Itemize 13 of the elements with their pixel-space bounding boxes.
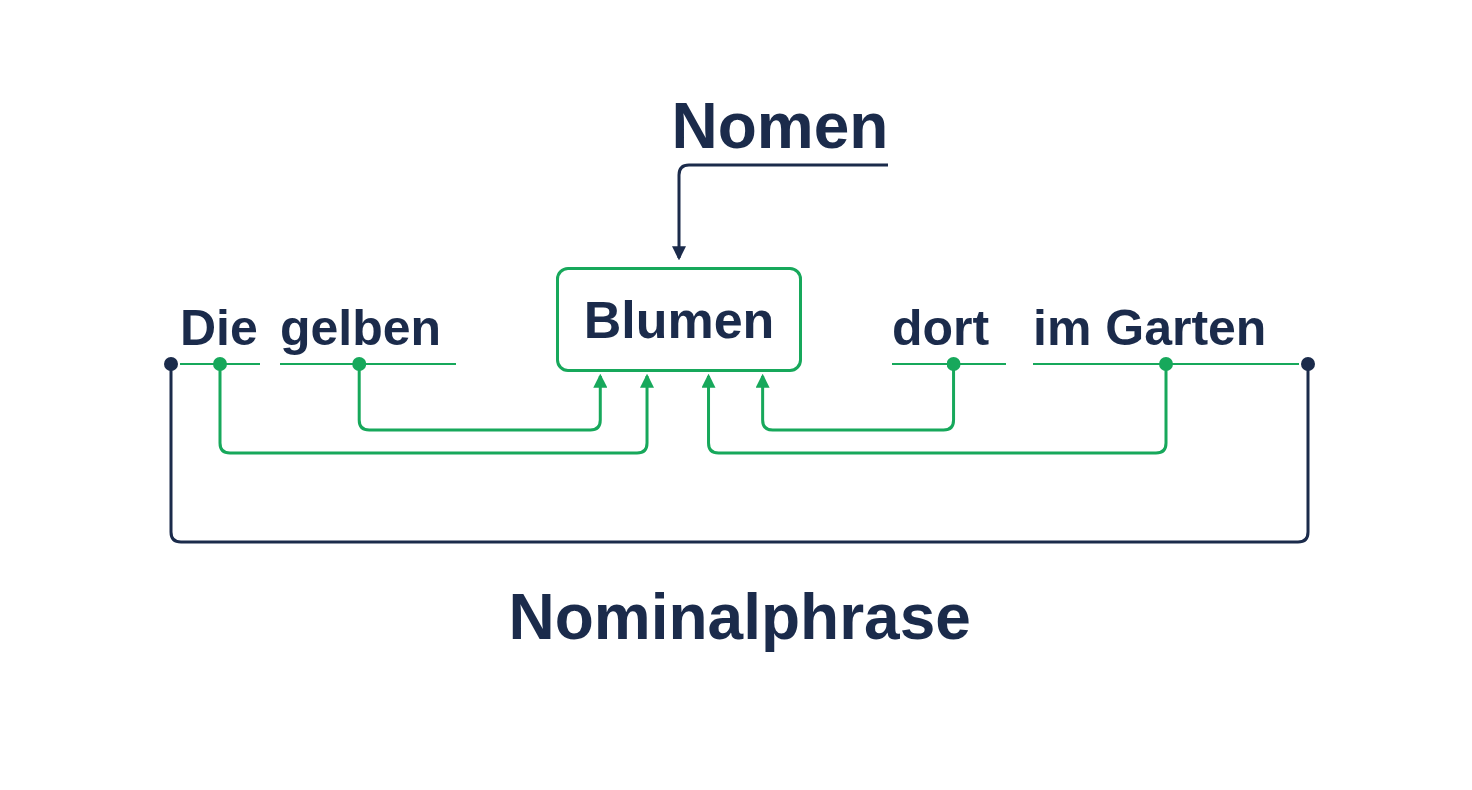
arrow xyxy=(755,357,961,432)
word-label: gelben xyxy=(280,290,456,365)
word-label: dort xyxy=(892,290,1006,365)
heading-label: Nomen xyxy=(664,86,896,165)
bracket-line xyxy=(164,357,1315,544)
arrow xyxy=(213,357,654,455)
arrow xyxy=(701,357,1173,455)
arrow xyxy=(352,357,608,432)
leader-line xyxy=(672,163,888,261)
noun-box: Blumen xyxy=(556,267,802,372)
phrase-label: im Garten xyxy=(1033,290,1299,365)
word-label: Die xyxy=(180,290,260,365)
edge-label: Nominalphrase xyxy=(508,580,971,654)
